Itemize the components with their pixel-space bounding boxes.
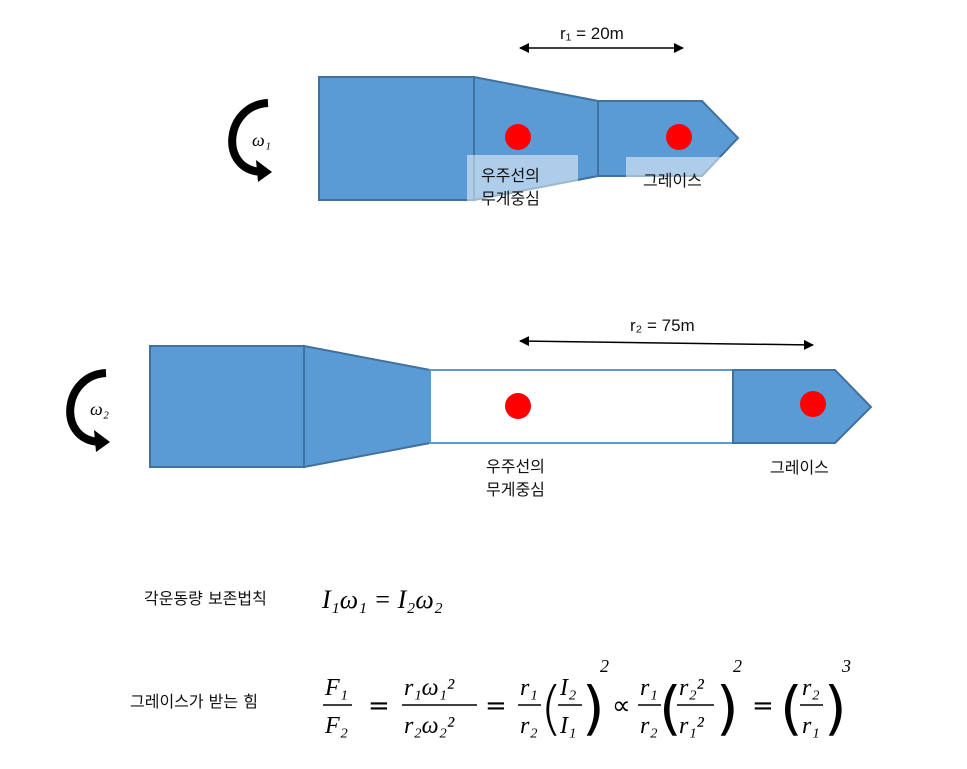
- conservation-label: 각운동량 보존법칙: [144, 589, 267, 608]
- top-spacecraft: 우주선의 무게중심 그레이스 r₁ = 20m ω₁: [228, 24, 740, 208]
- top-main-hull: [318, 76, 475, 201]
- bottom-center-label-line1: 우주선의: [486, 457, 545, 476]
- equals-sign: =: [368, 691, 390, 721]
- term3-paren-denominator: r₁²: [679, 713, 705, 739]
- bottom-omega-label: ω₂: [90, 399, 109, 419]
- term4-exponent: 3: [841, 656, 851, 676]
- bottom-taper-section: [303, 344, 431, 469]
- top-center-of-mass-dot: [505, 124, 531, 150]
- term2-paren-numerator: I₂: [559, 675, 576, 701]
- term4-numerator: r₂: [802, 675, 820, 701]
- left-paren: (: [659, 674, 682, 742]
- top-distance-label: r₁ = 20m: [560, 24, 624, 43]
- top-rotation-arrow-icon: [228, 99, 269, 176]
- top-center-label-line1: 우주선의: [481, 166, 540, 185]
- bottom-center-of-mass-dot: [505, 393, 531, 419]
- top-omega-label: ω₁: [252, 130, 271, 150]
- left-paren: (: [540, 674, 563, 742]
- conservation-equation: 각운동량 보존법칙 I₁ω₁ = I₂ω₂: [144, 585, 443, 614]
- term3-denominator: r₂: [640, 713, 658, 739]
- term2-denominator: r₂: [520, 713, 538, 739]
- bottom-rotation-arrow-icon: [66, 369, 107, 446]
- conservation-formula: I₁ω₁ = I₂ω₂: [321, 585, 443, 614]
- force-label: 그레이스가 받는 힘: [130, 692, 258, 711]
- term1-denominator: r₂ω₂²: [404, 713, 455, 739]
- left-paren: (: [780, 674, 803, 742]
- bottom-tether-section: [429, 369, 734, 444]
- force-equation: 그레이스가 받는 힘 F₁ F₂ = r₁ω₁² r₂ω₂² = r₁ r₂ (…: [130, 656, 851, 742]
- right-paren: ): [824, 674, 847, 742]
- bottom-rotation-arrowhead-icon: [94, 430, 110, 452]
- bottom-grace-dot: [800, 391, 826, 417]
- term1-numerator: r₁ω₁²: [404, 675, 455, 701]
- term2-numerator: r₁: [520, 675, 538, 701]
- bottom-main-hull: [149, 345, 305, 468]
- term3-paren-numerator: r₂²: [679, 675, 705, 701]
- proportional-sign: ∝: [612, 691, 631, 721]
- bottom-spacecraft: 우주선의 무게중심 그레이스 r₂ = 75m ω₂: [66, 316, 873, 499]
- bottom-distance-label: r₂ = 75m: [630, 316, 695, 335]
- right-paren: ): [716, 674, 739, 742]
- term2-paren-denominator: I₁: [559, 713, 576, 739]
- f-numerator: F₁: [324, 675, 348, 701]
- right-paren: ): [582, 674, 605, 742]
- term3-exponent: 2: [733, 656, 742, 676]
- top-center-label-line2: 무게중심: [481, 189, 540, 208]
- term2-exponent: 2: [600, 656, 609, 676]
- top-grace-dot: [666, 124, 692, 150]
- top-grace-label-bg: [626, 157, 724, 183]
- bottom-distance-arrow: [519, 336, 814, 350]
- bottom-grace-label: 그레이스: [770, 458, 829, 477]
- bottom-center-label-line2: 무게중심: [486, 480, 545, 499]
- top-center-label-bg: [467, 155, 578, 201]
- term4-denominator: r₁: [802, 713, 820, 739]
- equals-sign: =: [485, 691, 507, 721]
- f-denominator: F₂: [324, 713, 348, 739]
- top-grace-label: 그레이스: [643, 171, 702, 190]
- equals-sign: =: [752, 691, 774, 721]
- top-rotation-arrowhead-icon: [256, 160, 272, 182]
- term3-numerator: r₁: [640, 675, 658, 701]
